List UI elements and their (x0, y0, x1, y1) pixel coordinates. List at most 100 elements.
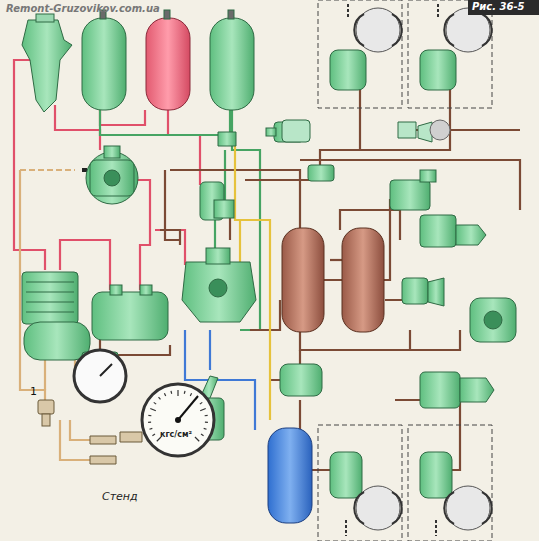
pressure-gauge (175, 417, 181, 423)
valves (402, 278, 428, 304)
pipes (100, 110, 230, 135)
wheel-brakes (356, 8, 490, 530)
pipes (14, 55, 520, 470)
valves (428, 278, 444, 306)
brake-valve (206, 248, 230, 264)
brake-valve (182, 248, 256, 322)
wheel-brakes (444, 14, 492, 46)
valves (420, 372, 460, 408)
pressure-gauge (154, 402, 156, 404)
pipes (20, 169, 75, 171)
pressure-gauge (190, 393, 191, 396)
pipes (100, 110, 145, 125)
wheel-brakes (420, 452, 452, 498)
pipes (209, 330, 211, 370)
pressure-gauge (178, 396, 198, 420)
valves (420, 170, 436, 182)
wheel-brakes (354, 14, 402, 46)
watermark: Remont-Gruzovikov.com.ua (6, 3, 160, 14)
pressure-gauge (74, 350, 126, 402)
air-tanks (146, 18, 190, 110)
valves (456, 225, 486, 245)
air-tanks (82, 10, 384, 523)
pressure-regulator (86, 146, 138, 204)
brake-valve (182, 262, 256, 322)
test-tap (120, 432, 142, 442)
pressure-gauge (205, 415, 208, 417)
wheel-brakes (408, 425, 492, 541)
pipes (300, 330, 410, 350)
moisture-separator (22, 14, 72, 112)
pressure-gauge (152, 434, 155, 436)
wheel-brakes (318, 0, 402, 108)
test-tap (38, 400, 54, 414)
valves (280, 364, 322, 396)
air-tanks (164, 10, 170, 19)
wheel-brakes (330, 50, 366, 90)
pressure-gauge (200, 402, 202, 404)
test-tap (90, 436, 116, 464)
compressor (22, 272, 78, 324)
protection-valve (92, 285, 168, 340)
valves (420, 215, 456, 247)
coupling-head (398, 122, 432, 142)
figure-number: Рис. 36-5 (472, 1, 525, 12)
wheel-brakes (330, 50, 456, 498)
protection-valve (110, 285, 122, 295)
moisture-separator (22, 20, 72, 112)
valves (214, 200, 234, 218)
callout-number: 1 (30, 385, 37, 398)
pipes (300, 160, 520, 210)
pressure-regulator (104, 170, 120, 186)
pressure-gauge (164, 393, 165, 396)
wheel-brakes (318, 425, 402, 541)
pressure-regulator (86, 152, 138, 204)
pipes (20, 170, 90, 460)
figure-banner (468, 0, 539, 15)
coupling-head (282, 120, 310, 142)
wheel-brakes (444, 492, 492, 524)
pipes (60, 420, 90, 460)
pipes (410, 330, 460, 350)
air-tanks (282, 228, 324, 332)
pressure-regulator (90, 160, 134, 196)
protection-valve (92, 292, 168, 340)
pressure-gauge (184, 391, 186, 394)
pressure-gauge (195, 437, 199, 441)
test-tap (38, 400, 142, 464)
pressure-gauge (201, 434, 204, 436)
wheel-brakes (420, 50, 456, 90)
pressure-gauge (205, 422, 208, 423)
pressure-gauge (150, 409, 156, 411)
valves (390, 180, 430, 210)
pipes (168, 110, 200, 185)
stand-caption: Стенд (102, 490, 138, 503)
valves (484, 311, 502, 329)
wheel-brakes (346, 4, 438, 536)
air-tanks (228, 10, 234, 19)
air-tanks (82, 18, 126, 110)
pressure-gauge (148, 415, 151, 417)
coupling-head (282, 120, 450, 142)
wheel-brakes (408, 0, 492, 108)
air-tanks (342, 228, 384, 332)
valves (470, 298, 516, 342)
pipes (250, 300, 280, 330)
pipes (160, 230, 180, 245)
pipes (100, 55, 520, 470)
valves (218, 132, 236, 146)
pressure-regulator (104, 146, 120, 158)
gauge-unit: кгс/см² (160, 430, 192, 439)
pipes (330, 259, 342, 261)
pressure-gauge (142, 384, 214, 456)
pressure-gauge (204, 428, 207, 430)
valves (460, 378, 494, 402)
moisture-separator (36, 14, 54, 22)
brake-valve (209, 279, 227, 297)
coupling-head (430, 120, 450, 140)
pipes (55, 105, 100, 150)
compressor (24, 322, 90, 360)
air-tanks (210, 18, 254, 110)
